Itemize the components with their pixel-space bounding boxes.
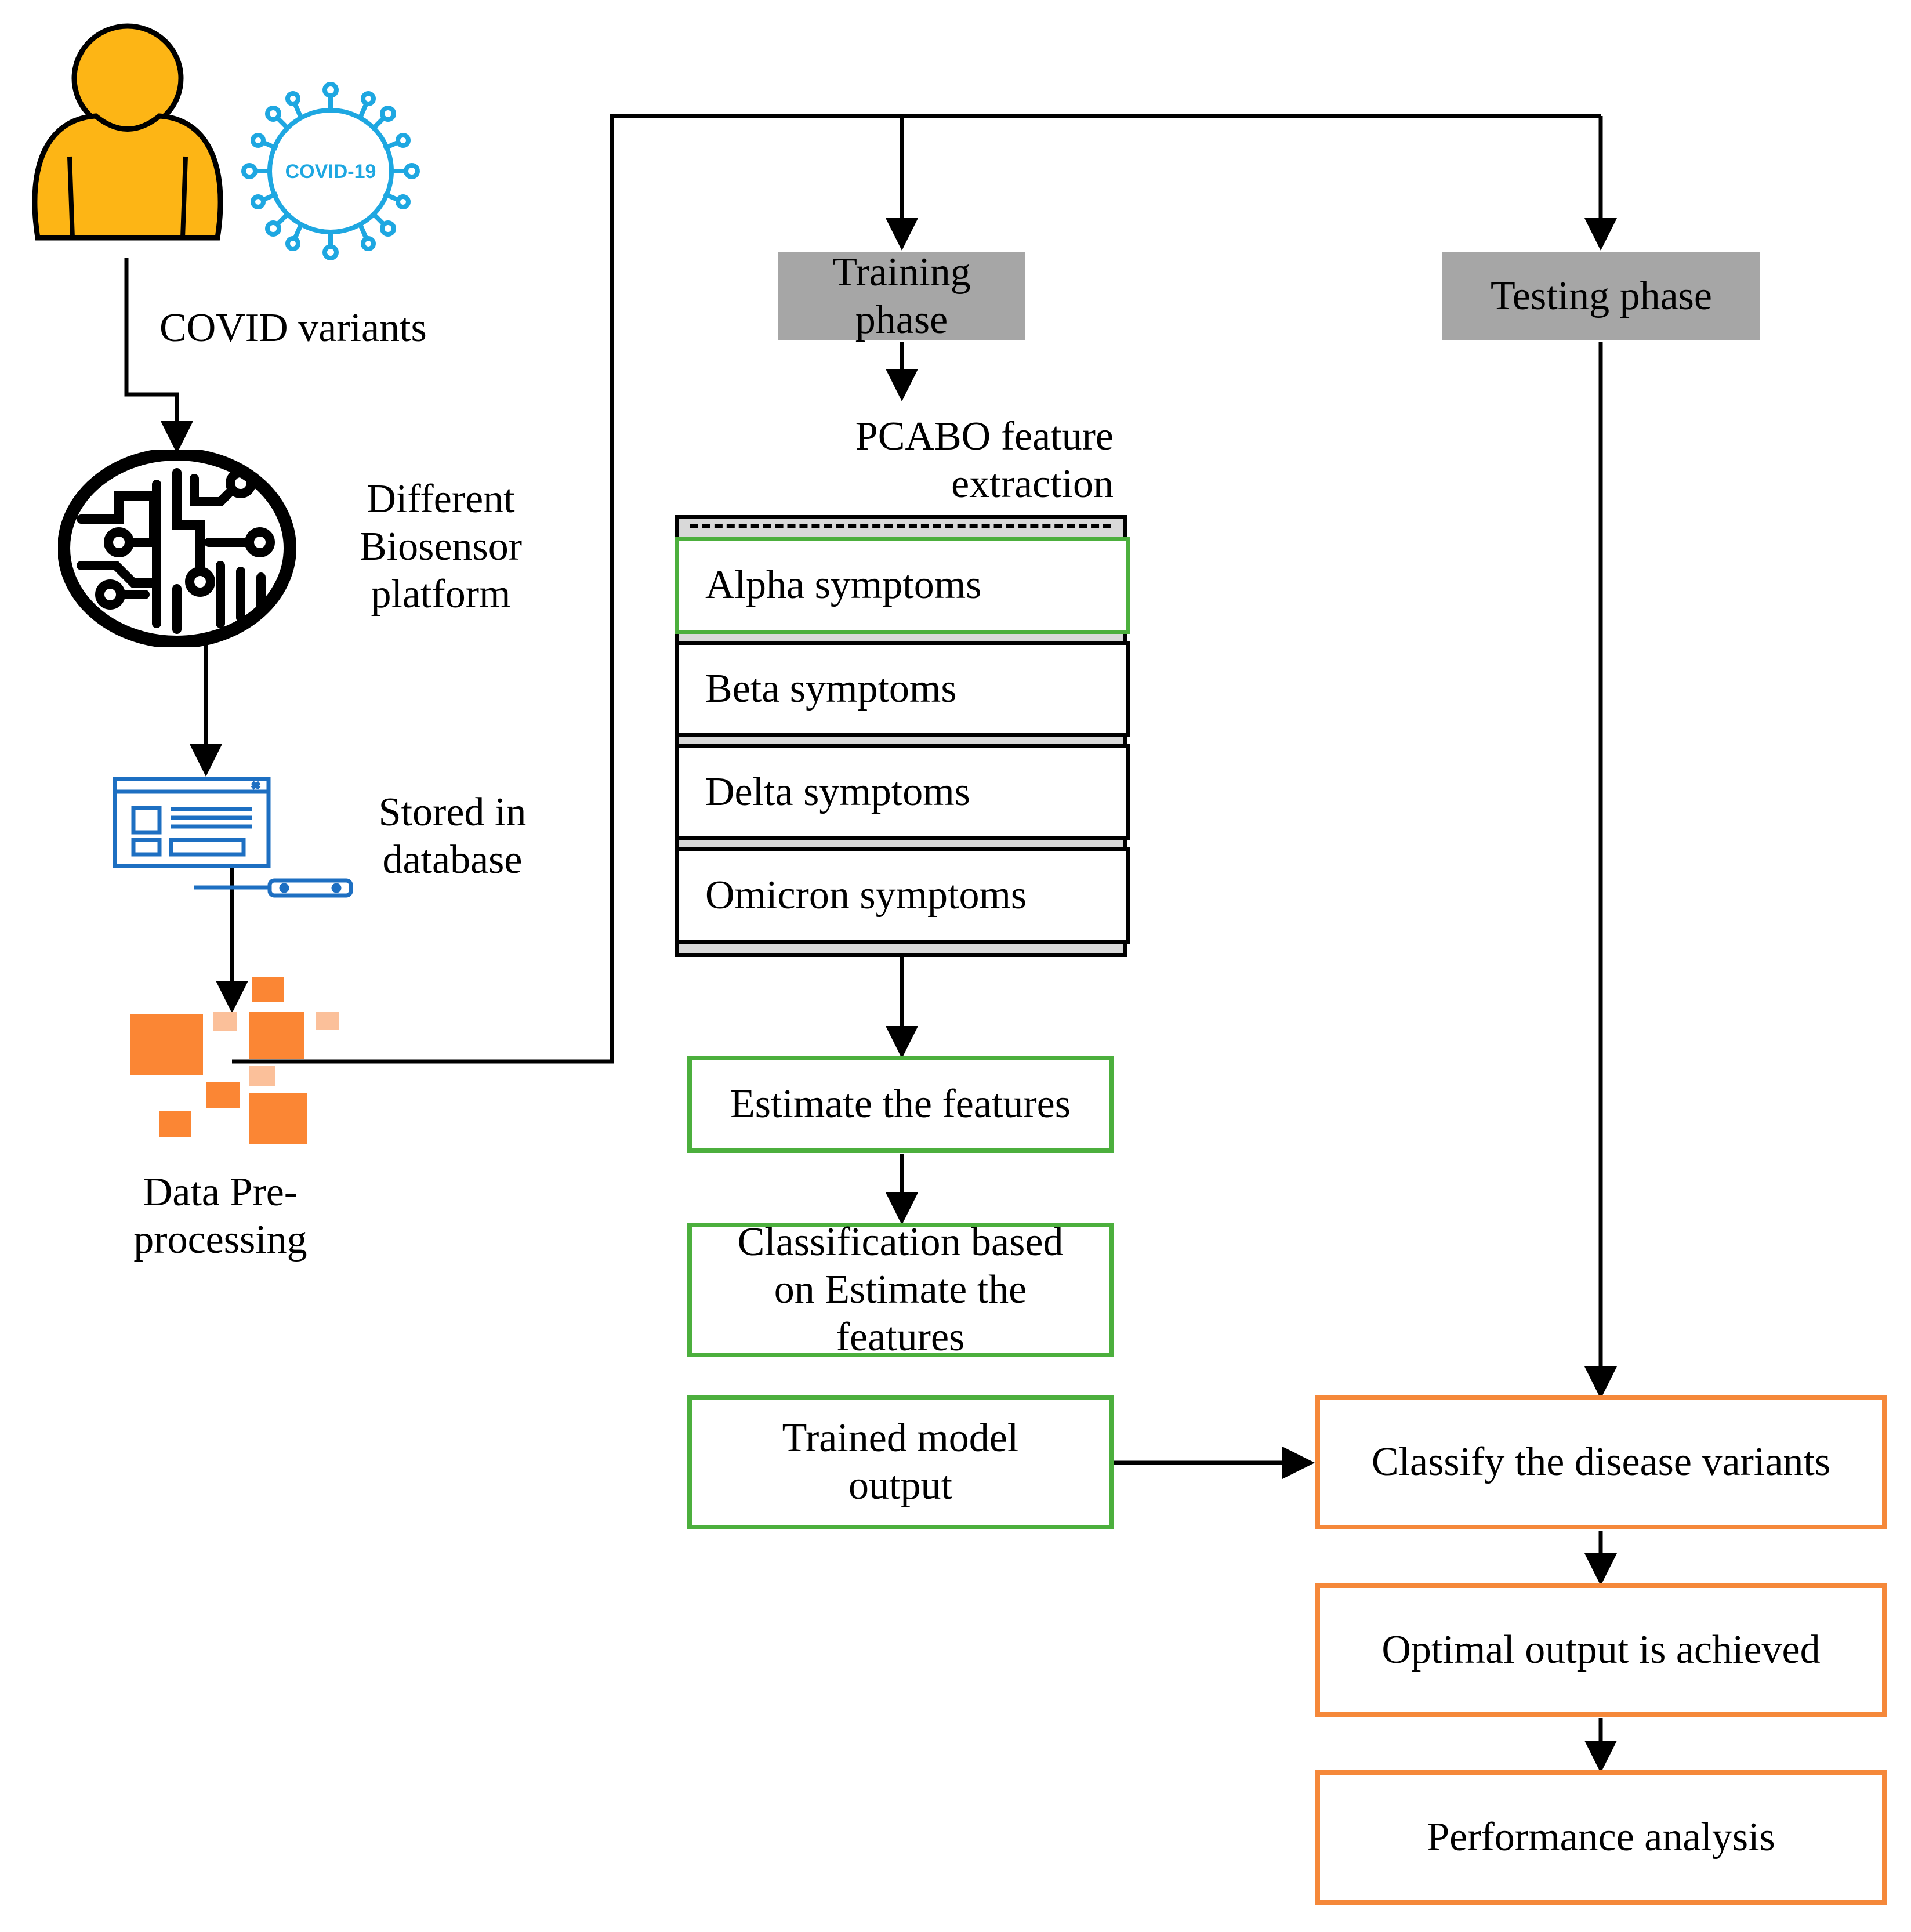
pixel-squares-icon (130, 977, 339, 1144)
optimal-output-box: Optimal output is achieved (1315, 1583, 1887, 1717)
classify-variants-box: Classify the disease variants (1315, 1395, 1887, 1529)
browser-window-icon (113, 777, 353, 898)
arrow-person-to-biosensor (124, 258, 193, 454)
database-label-line: Stored in (378, 790, 527, 835)
pcabo-label-line: extraction (951, 462, 1114, 506)
symptom-beta: Beta symptoms (675, 641, 1130, 737)
trained-output-box: Trained model output (687, 1395, 1114, 1529)
covid-variants-label: COVID variants (159, 306, 427, 350)
training-phase-line: phase (855, 298, 948, 342)
covid-19-text: COVID-19 (285, 161, 376, 183)
pcabo-label: PCABO feature extraction (812, 413, 1114, 508)
symptom-omicron: Omicron symptoms (675, 847, 1130, 944)
classification-line: Classification based (737, 1220, 1064, 1264)
preprocessing-label-line: processing (133, 1217, 307, 1262)
symptom-alpha: Alpha symptoms (675, 537, 1130, 634)
biosensor-label: Different Biosensor platform (325, 476, 557, 618)
performance-analysis-box: Performance analysis (1315, 1770, 1887, 1905)
trained-output-line: Trained model (782, 1416, 1019, 1460)
preprocessing-label: Data Pre- processing (87, 1169, 354, 1264)
classification-line: features (836, 1315, 965, 1360)
biosensor-label-line: Different (367, 477, 515, 521)
database-label-line: database (382, 838, 523, 882)
training-phase-line: Training (832, 250, 971, 295)
symptom-delta: Delta symptoms (675, 744, 1130, 840)
classification-line: on Estimate the (774, 1267, 1027, 1312)
trained-output-line: output (848, 1463, 952, 1508)
database-label: Stored in database (354, 789, 551, 884)
circuit-chip-icon (58, 450, 296, 647)
training-phase-box: Training phase (778, 250, 1025, 342)
estimate-features-box: Estimate the features (687, 1056, 1114, 1153)
classification-box: Classification based on Estimate the fea… (687, 1220, 1114, 1360)
preprocessing-label-line: Data Pre- (143, 1170, 298, 1215)
person-icon (32, 23, 223, 241)
coronavirus-icon: COVID-19 (241, 82, 420, 260)
line-preprocessing-to-top (232, 114, 1601, 1064)
pcabo-label-line: PCABO feature (855, 414, 1114, 459)
stack-dashed-edge (690, 524, 1111, 528)
biosensor-label-line: Biosensor (360, 524, 522, 569)
testing-phase-box: Testing phase (1442, 252, 1760, 340)
biosensor-label-line: platform (371, 572, 511, 617)
